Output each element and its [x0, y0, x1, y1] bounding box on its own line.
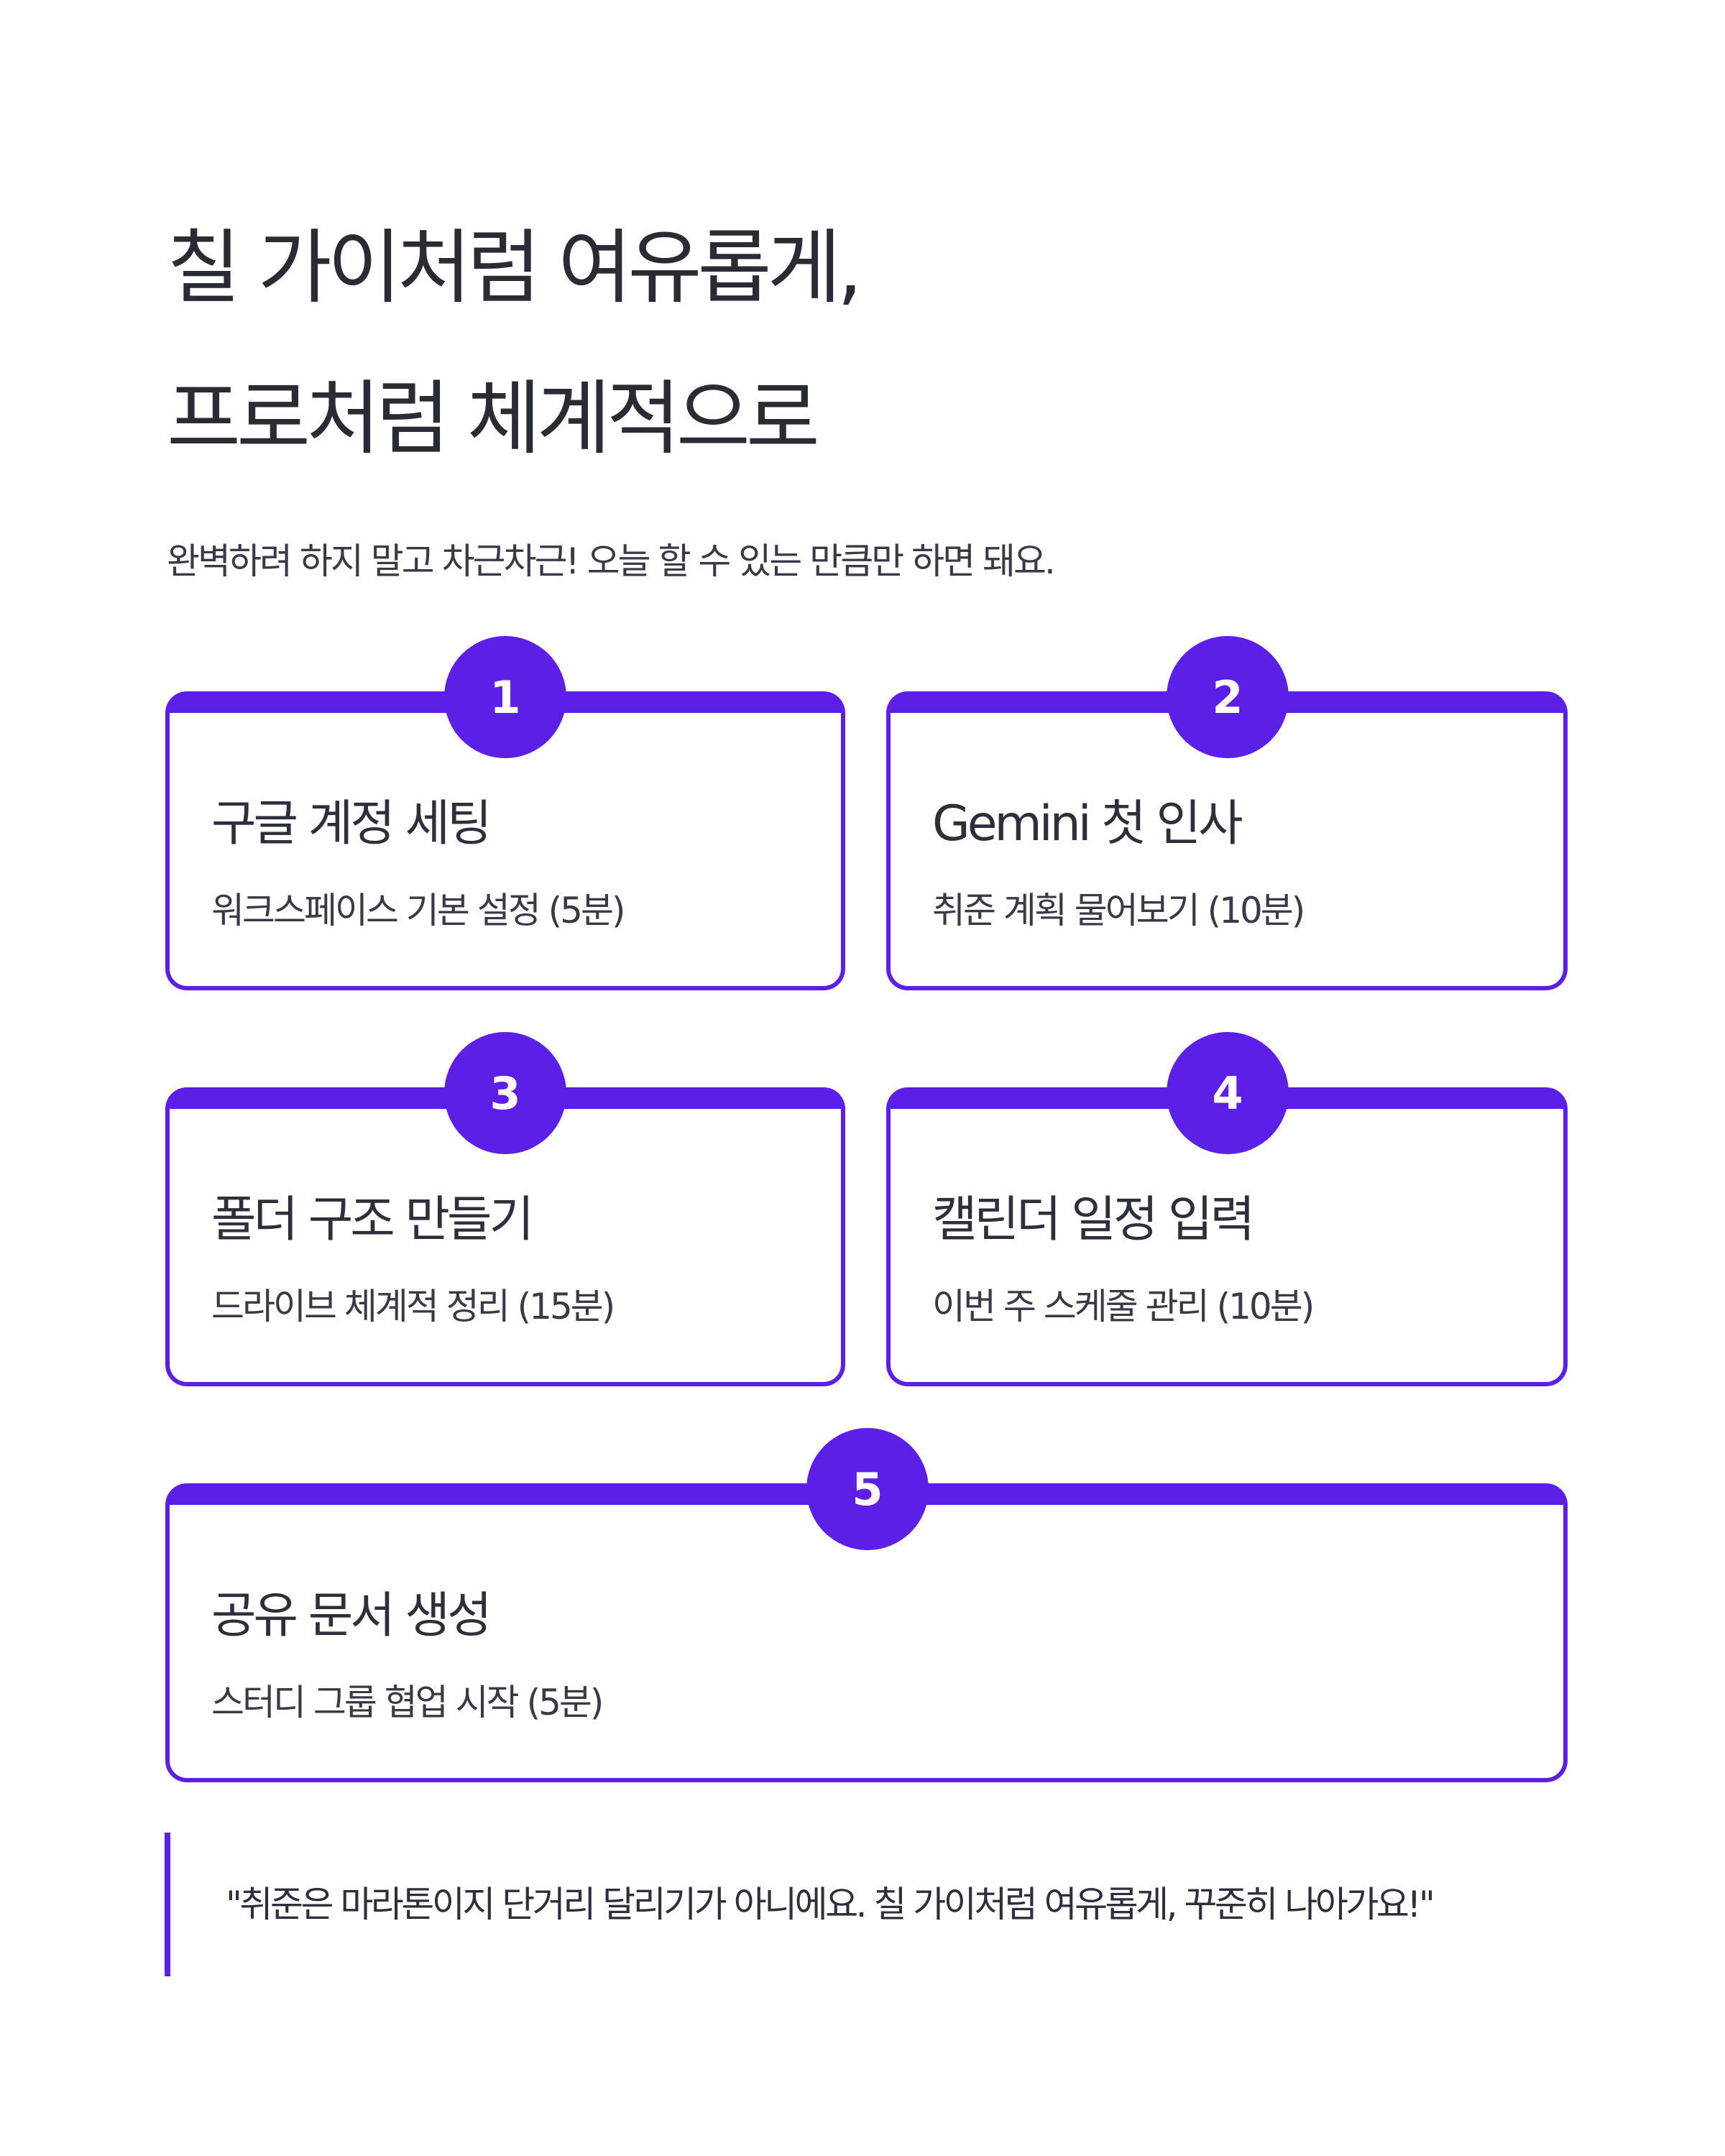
step-card-5: 공유 문서 생성 스터디 그룹 협업 시작 (5분) [165, 1483, 1568, 1782]
step-number-badge-3: 3 [444, 1032, 566, 1154]
step-description: 취준 계획 물어보기 (10분) [932, 890, 1305, 931]
title-line-1: 칠 가이처럼 여유롭게, [167, 221, 862, 315]
step-description: 드라이브 체계적 정리 (15분) [211, 1286, 615, 1327]
page-subtitle: 완벽하려 하지 말고 차근차근! 오늘 할 수 있는 만큼만 하면 돼요. [167, 540, 1056, 582]
step-number-badge-4: 4 [1167, 1032, 1289, 1154]
step-description: 스터디 그룹 협업 시작 (5분) [211, 1682, 604, 1723]
step-number-badge-5: 5 [806, 1428, 929, 1550]
step-number-badge-2: 2 [1167, 636, 1289, 758]
step-title: 공유 문서 생성 [211, 1588, 492, 1644]
step-title: 폴더 구조 만들기 [211, 1192, 534, 1248]
title-line-2: 프로처럼 체계적으로 [167, 372, 820, 466]
page-title: 칠 가이처럼 여유롭게, 프로처럼 체계적으로 [167, 193, 1532, 494]
step-description: 이번 주 스케줄 관리 (10분) [932, 1286, 1315, 1327]
step-number-badge-1: 1 [444, 636, 566, 758]
step-title: Gemini 첫 인사 [932, 796, 1243, 852]
closing-quote: "취준은 마라톤이지 단거리 달리기가 아니에요. 칠 가이처럼 여유롭게, 꾸… [226, 1884, 1435, 1925]
step-title: 구글 계정 세팅 [211, 796, 492, 852]
step-description: 워크스페이스 기본 설정 (5분) [211, 890, 626, 931]
quote-accent-bar [165, 1833, 170, 1976]
step-title: 캘린더 일정 입력 [932, 1192, 1255, 1248]
